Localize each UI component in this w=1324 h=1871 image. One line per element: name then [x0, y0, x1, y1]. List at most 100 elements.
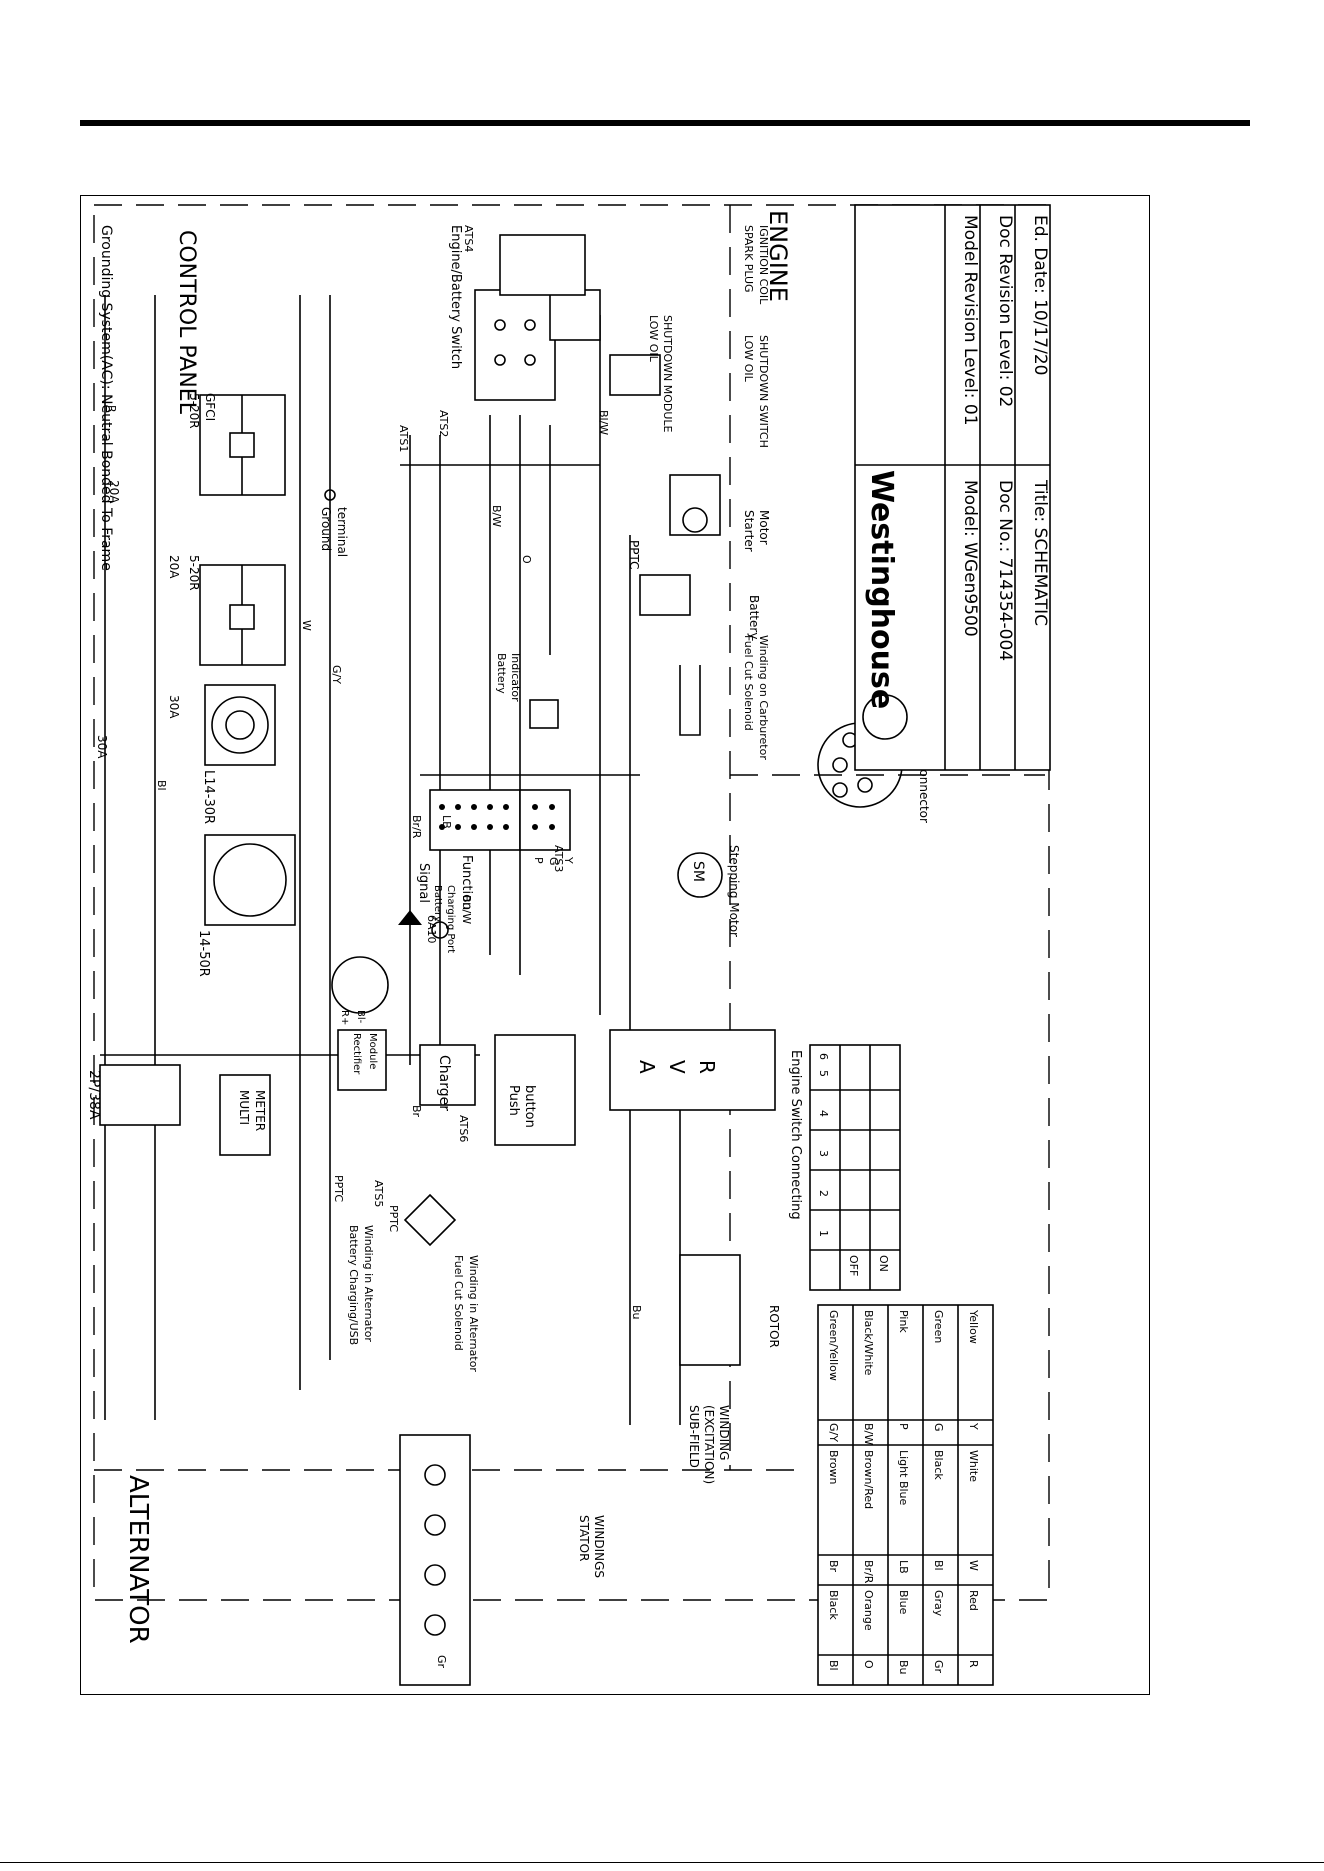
- subfield-label-1: SUB-FIELD: [687, 1405, 701, 1468]
- subfield-label-2: (EXCITATION): [702, 1405, 716, 1484]
- svg-text:Brown/Red: Brown/Red: [862, 1450, 875, 1509]
- svg-text:Black/White: Black/White: [862, 1310, 875, 1376]
- cb-20a-1: 20A: [167, 555, 181, 579]
- fuel-cut-carb-label-2: Winding on Carburetor: [757, 635, 770, 760]
- svg-text:Bl/W: Bl/W: [597, 410, 610, 435]
- starter-motor: [669, 474, 721, 536]
- gfci-label: GFCI: [203, 393, 217, 421]
- svg-text:Bu: Bu: [630, 1305, 643, 1320]
- push-button-label-2: button: [522, 1085, 537, 1128]
- ground-label-1: Ground: [319, 507, 333, 551]
- svg-text:Bl-: Bl-: [355, 1010, 366, 1024]
- svg-text:G/Y: G/Y: [330, 665, 343, 684]
- pptc-alt-2: PPTC: [387, 1205, 400, 1232]
- fuel-cut-alt-label-1: Fuel Cut Solenoid: [452, 1255, 465, 1351]
- fuel-cut-alt-label-2: Winding in Alternator: [467, 1255, 480, 1372]
- svg-text:5: 5: [817, 1070, 830, 1077]
- svg-text:Pink: Pink: [897, 1310, 910, 1333]
- charging-port-label-1: Battery: [432, 885, 443, 922]
- ground-label-2: terminal: [335, 507, 349, 557]
- model: Model: WGen9500: [960, 480, 980, 637]
- svg-text:Green: Green: [932, 1310, 945, 1343]
- low-oil-module-label-1: LOW OIL: [647, 315, 660, 363]
- grounding-note: Grounding System(AC): Neutral Bonded To …: [98, 225, 114, 571]
- stator-terminals: [424, 1464, 446, 1636]
- alternator-title: ALTERNATOR: [123, 1475, 153, 1644]
- cb-30a-2: 30A: [95, 735, 109, 759]
- svg-text:LB: LB: [897, 1560, 910, 1574]
- svg-text:LB: LB: [440, 815, 453, 829]
- receptacle-l14-30r: [204, 684, 276, 766]
- doc-no: Doc No.: 714354-004: [995, 480, 1015, 661]
- starter-label-2: Motor: [757, 510, 771, 545]
- svg-text:R: R: [967, 1660, 980, 1668]
- starter-label-1: Starter: [742, 510, 756, 552]
- engine-battery-switch: [474, 289, 556, 401]
- ats5-label: ATS5: [372, 1180, 385, 1207]
- svg-text:R: R: [105, 405, 118, 413]
- subfield-label-3: WINDING: [717, 1405, 731, 1460]
- low-oil-module-label-2: SHUTDOWN MODULE: [661, 315, 674, 433]
- svg-text:2: 2: [817, 1190, 830, 1197]
- ats6-label: ATS6: [457, 1115, 470, 1142]
- battery-charging-port: [431, 921, 449, 939]
- wiring-schematic: CONTROL PANEL Grounding System(AC): Neut…: [86, 204, 1051, 1686]
- low-oil-switch: [609, 354, 661, 396]
- multimeter: [219, 1074, 271, 1156]
- ground-terminal: [324, 489, 336, 501]
- svg-text:G/Y: G/Y: [827, 1423, 840, 1442]
- svg-text:Br/R: Br/R: [410, 815, 423, 839]
- battery-indicator-led: [529, 699, 559, 729]
- svg-text:G: G: [547, 857, 560, 866]
- rotor: [679, 1254, 741, 1366]
- pptc-alt-1: PPTC: [332, 1175, 345, 1202]
- wire-code-labels: R Bl W G/Y LB Br/R Br B/W Bu Bu/W O Gr P…: [105, 405, 643, 1669]
- engine-switch-table: Engine Switch Connecting OFF ON 1 2 3 4 …: [788, 1044, 901, 1291]
- battery-indicator-label-1: Battery: [495, 653, 508, 694]
- receptacle-5-20r-1-label: 5-20R: [187, 555, 201, 591]
- ats2-label: ATS2: [437, 410, 450, 437]
- receptacle-l14-30r-inner: [225, 710, 255, 740]
- svg-text:Orange: Orange: [862, 1590, 875, 1631]
- low-oil-switch-label-2: SHUTDOWN SWITCH: [757, 335, 770, 448]
- control-panel-title: CONTROL PANEL: [174, 230, 199, 415]
- avr-label-r: R: [695, 1060, 719, 1074]
- engine-title: ENGINE: [764, 210, 792, 302]
- receptacle-l14-30r-face: [211, 696, 269, 754]
- switch-on: ON: [877, 1255, 890, 1272]
- svg-text:B/W: B/W: [490, 505, 503, 527]
- header-rule: [80, 120, 1250, 126]
- svg-text:Light Blue: Light Blue: [897, 1450, 910, 1506]
- svg-text:Gr: Gr: [435, 1655, 448, 1669]
- usb-port: [331, 956, 389, 1014]
- signal-label: Signal: [416, 863, 431, 903]
- fuel-cut-carb-label-1: Fuel Cut Solenoid: [742, 635, 755, 731]
- svg-text:W: W: [967, 1560, 980, 1571]
- avr-label-a: A: [635, 1060, 659, 1074]
- main-breaker-label: 2P/38A: [86, 1070, 102, 1120]
- battery: [639, 574, 691, 616]
- svg-text:Black: Black: [932, 1450, 945, 1480]
- svg-text:P: P: [532, 857, 545, 864]
- charger-label: Charger: [436, 1055, 452, 1111]
- connector-block-1: [429, 789, 521, 851]
- svg-text:G: G: [932, 1423, 945, 1432]
- multimeter-label-1: MULTI: [237, 1090, 251, 1125]
- svg-text:Brown: Brown: [827, 1450, 840, 1485]
- svg-text:Y: Y: [562, 856, 575, 864]
- svg-text:Bl: Bl: [932, 1560, 945, 1571]
- receptacle-14-50r: [204, 834, 296, 926]
- svg-text:6: 6: [817, 1053, 830, 1060]
- rectifier-module: [337, 1029, 387, 1091]
- push-button-label-1: Push: [506, 1085, 521, 1116]
- panel-border: [93, 204, 1050, 1601]
- switch-off: OFF: [847, 1255, 860, 1276]
- switch-table-title: Engine Switch Connecting: [788, 1050, 803, 1220]
- spark-plug-label: SPARK PLUG: [742, 225, 755, 293]
- stator-label-2: WINDINGS: [592, 1515, 606, 1578]
- cb-30a-1: 30A: [167, 695, 181, 719]
- receptacle-14-50r-label: 14-50R: [196, 930, 211, 977]
- stator-label-1: STATOR: [577, 1515, 591, 1561]
- charger: [419, 1044, 476, 1106]
- ats4-label: ATS4: [462, 225, 475, 252]
